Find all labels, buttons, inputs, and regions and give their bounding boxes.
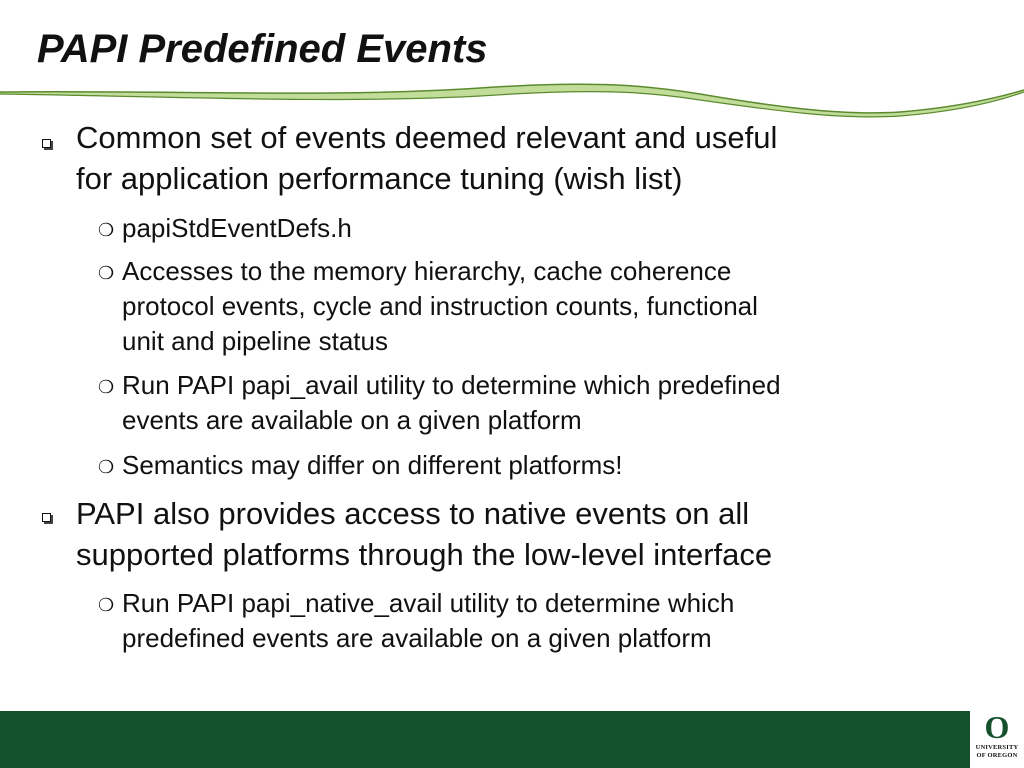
logo-line-1: UNIVERSITY: [975, 744, 1019, 751]
bullet-1-line-1: Common set of events deemed relevant and…: [76, 120, 778, 155]
sub-bullet-1-2-line-1: Accesses to the memory hierarchy, cache …: [122, 256, 732, 286]
square-bullet-icon: [42, 513, 51, 522]
sub-bullet-2-1-line-2: predefined events are available on a giv…: [122, 623, 712, 653]
university-of-oregon-logo: O UNIVERSITY OF OREGON: [970, 711, 1024, 768]
circle-bullet-icon: ❍: [98, 220, 115, 240]
sub-bullet-1-1: papiStdEventDefs.h: [122, 213, 352, 243]
sub-bullet-1-4: Semantics may differ on different platfo…: [122, 450, 623, 480]
circle-bullet-icon: ❍: [98, 377, 115, 397]
sub-bullet-2-1-line-1: Run PAPI papi_native_avail utility to de…: [122, 588, 735, 618]
oregon-o-logo-icon: O: [984, 709, 1010, 745]
circle-bullet-icon: ❍: [98, 595, 115, 615]
logo-wordmark: UNIVERSITY OF OREGON: [972, 744, 1022, 760]
sub-bullet-1-2-line-3: unit and pipeline status: [122, 326, 388, 356]
logo-line-2: OF OREGON: [976, 752, 1018, 759]
bullet-2-line-2: supported platforms through the low-leve…: [76, 537, 773, 572]
sub-bullet-1-2-line-2: protocol events, cycle and instruction c…: [122, 291, 758, 321]
circle-bullet-icon: ❍: [98, 263, 115, 283]
circle-bullet-icon: ❍: [98, 457, 115, 477]
slide-title: PAPI Predefined Events: [37, 27, 488, 71]
square-bullet-icon: [42, 139, 51, 148]
sub-bullet-1-3-line-1: Run PAPI papi_avail utility to determine…: [122, 370, 781, 400]
bullet-1-line-2: for application performance tuning (wish…: [76, 161, 683, 196]
bullet-2-line-1: PAPI also provides access to native even…: [76, 496, 750, 531]
footer-bar: [0, 711, 970, 768]
sub-bullet-1-3-line-2: events are available on a given platform: [122, 405, 582, 435]
decorative-swoosh: [0, 83, 1024, 118]
